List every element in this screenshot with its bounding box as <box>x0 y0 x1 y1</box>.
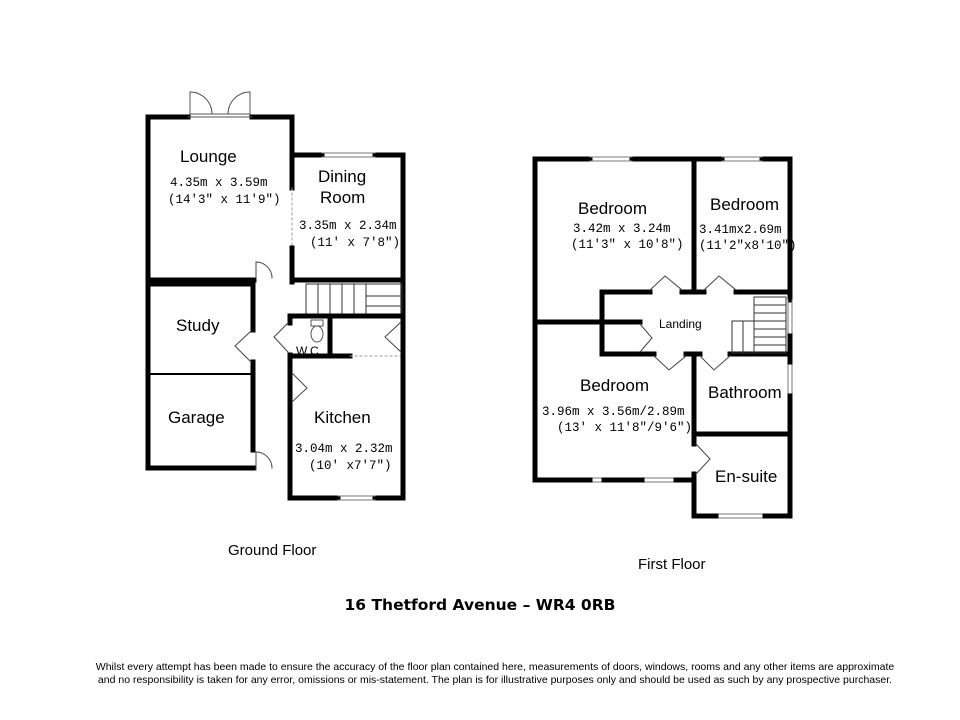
bathroom-ensuite-walls <box>691 333 793 519</box>
dining-walls <box>289 152 406 355</box>
dining-label-line1: Dining <box>318 167 366 186</box>
cupboard-door <box>639 323 653 353</box>
kitchen-label: Kitchen <box>314 408 371 427</box>
kitchen-door <box>292 373 308 402</box>
wc-label: W.C <box>296 344 319 358</box>
study-door <box>234 330 252 363</box>
dining-dim-metric: 3.35m x 2.34m <box>299 219 397 233</box>
study-label: Study <box>176 316 220 335</box>
bedroom3-walls <box>532 351 697 519</box>
ensuite-label: En-suite <box>715 467 777 486</box>
ground-floor-caption: Ground Floor <box>228 542 317 559</box>
garage-door <box>255 451 273 469</box>
ground-stairs <box>305 283 403 315</box>
ensuite-door <box>695 443 711 475</box>
lounge-dim-metric: 4.35m x 3.59m <box>170 176 268 190</box>
study-garage-walls <box>145 281 256 471</box>
lounge-walls <box>145 114 295 283</box>
wc-door <box>273 322 289 353</box>
bedroom1-dim-metric: 3.42m x 3.24m <box>573 222 671 236</box>
garage-label: Garage <box>168 408 225 427</box>
hall-door <box>384 321 402 353</box>
bathroom-door <box>699 355 731 371</box>
property-address: 16 Thetford Avenue – WR4 0RB <box>344 596 616 614</box>
kitchen-dim-imperial: (10' x7'7") <box>309 459 392 473</box>
bedroom3-dim-imperial: (13' x 11'8"/9'6") <box>557 421 692 435</box>
bedroom2-door <box>703 275 737 291</box>
bathroom-label: Bathroom <box>708 383 782 402</box>
ground-floor-plan <box>145 91 406 501</box>
dining-label-line2: Room <box>320 188 365 207</box>
lounge-door <box>255 261 273 279</box>
first-stairs <box>731 296 787 354</box>
lounge-label: Lounge <box>180 147 237 166</box>
french-doors <box>187 91 253 118</box>
first-floor-labels: Bedroom 3.42m x 3.24m (11'3" x 10'8") Be… <box>542 195 797 486</box>
bedroom1-walls <box>532 156 793 483</box>
first-floor-caption: First Floor <box>638 556 706 573</box>
dining-window <box>321 152 376 158</box>
wc-walls <box>287 313 353 375</box>
first-floor-plan <box>532 156 793 519</box>
first-floor-windows <box>589 156 793 519</box>
kitchen-dim-metric: 3.04m x 2.32m <box>295 442 393 456</box>
bedroom2-dim-imperial: (11'2"x8'10") <box>699 239 797 253</box>
disclaimer-text: Whilst every attempt has been made to en… <box>95 661 895 686</box>
bedroom3-label: Bedroom <box>580 376 649 395</box>
bedroom1-dim-imperial: (11'3" x 10'8") <box>571 238 684 252</box>
toilet-icon <box>310 319 324 343</box>
bedroom1-label: Bedroom <box>578 199 647 218</box>
kitchen-walls <box>287 353 406 501</box>
landing-label: Landing <box>659 317 702 331</box>
bedroom2-label: Bedroom <box>710 195 779 214</box>
bedroom3-dim-metric: 3.96m x 3.56m/2.89m <box>542 405 685 419</box>
dining-dim-imperial: (11' x 7'8") <box>310 236 400 250</box>
lounge-dim-imperial: (14'3" x 11'9") <box>168 193 281 207</box>
bedroom2-dim-metric: 3.41mx2.69m <box>699 223 782 237</box>
bedroom3-door <box>653 355 687 371</box>
bedroom1-door <box>649 275 683 291</box>
kitchen-window <box>337 495 376 501</box>
ground-floor-labels: Lounge 4.35m x 3.59m (14'3" x 11'9") Din… <box>168 147 400 473</box>
landing-walls <box>599 289 793 357</box>
